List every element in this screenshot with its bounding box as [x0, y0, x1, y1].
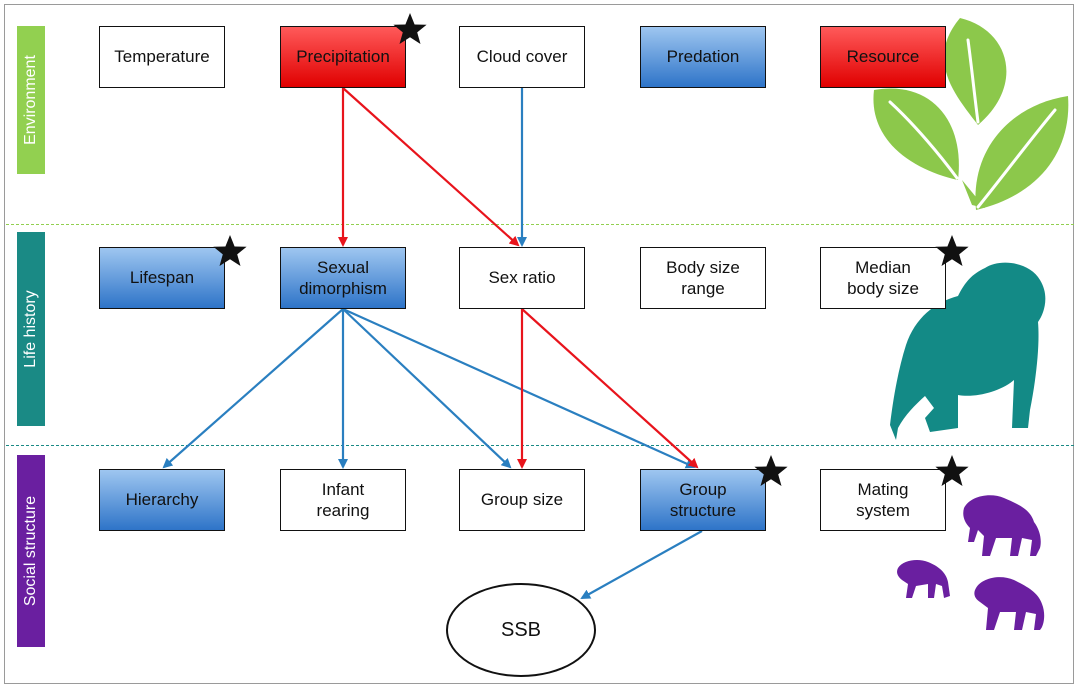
node-label: Infant rearing [316, 479, 370, 520]
node-label: Median body size [847, 257, 919, 298]
node-label: Body size range [666, 257, 740, 298]
node-hierarchy: Hierarchy [99, 469, 225, 531]
star-icon [393, 13, 427, 44]
gorilla-icon [890, 262, 1046, 440]
band-social-structure: Social structure [17, 455, 45, 647]
arrow-sexual-dimorphism-to-group-structure [342, 307, 696, 469]
node-label: Sexual dimorphism [299, 257, 387, 298]
star-icon [213, 235, 247, 266]
arrow-sex-ratio-to-group-structure [521, 308, 699, 469]
node-label: Resource [846, 47, 920, 67]
node-precipitation: Precipitation [280, 26, 406, 88]
node-ssb: SSB [446, 583, 596, 677]
arrow-group-structure-to-ssb [580, 530, 703, 599]
node-lifespan: Lifespan [99, 247, 225, 309]
node-label: Predation [666, 47, 740, 67]
arrow-sexual-dimorphism-to-hierarchy [162, 308, 344, 469]
node-temperature: Temperature [99, 26, 225, 88]
separator-environment-life [6, 224, 1074, 225]
band-life-history: Life history [17, 232, 45, 426]
node-mating-system: Mating system [820, 469, 946, 531]
node-label: Group size [480, 490, 564, 510]
node-sexual-dimorphism: Sexual dimorphism [280, 247, 406, 309]
node-label: Lifespan [129, 268, 195, 288]
node-label: Cloud cover [476, 47, 568, 67]
figure-frame [4, 4, 1074, 684]
node-resource: Resource [820, 26, 946, 88]
node-infant-rearing: Infant rearing [280, 469, 406, 531]
node-predation: Predation [640, 26, 766, 88]
node-label: Temperature [114, 47, 210, 67]
node-sex-ratio: Sex ratio [459, 247, 585, 309]
star-icon [935, 235, 969, 266]
node-label: Hierarchy [125, 490, 199, 510]
baboon-icon [897, 495, 1045, 630]
node-label: Precipitation [296, 47, 390, 67]
node-group-size: Group size [459, 469, 585, 531]
separator-life-social [6, 445, 1074, 446]
star-icon [754, 455, 788, 486]
band-environment: Environment [17, 26, 45, 174]
node-body-size-range: Body size range [640, 247, 766, 309]
node-group-structure: Group structure [640, 469, 766, 531]
node-median-body-size: Median body size [820, 247, 946, 309]
arrow-sexual-dimorphism-to-group-size [342, 308, 512, 469]
ssb-label: SSB [500, 618, 542, 641]
node-cloud-cover: Cloud cover [459, 26, 585, 88]
arrow-precipitation-to-sex-ratio [342, 87, 520, 247]
node-label: Group structure [669, 479, 737, 520]
node-label: Mating system [856, 479, 910, 520]
node-label: Sex ratio [488, 268, 556, 288]
star-icon [935, 455, 969, 486]
